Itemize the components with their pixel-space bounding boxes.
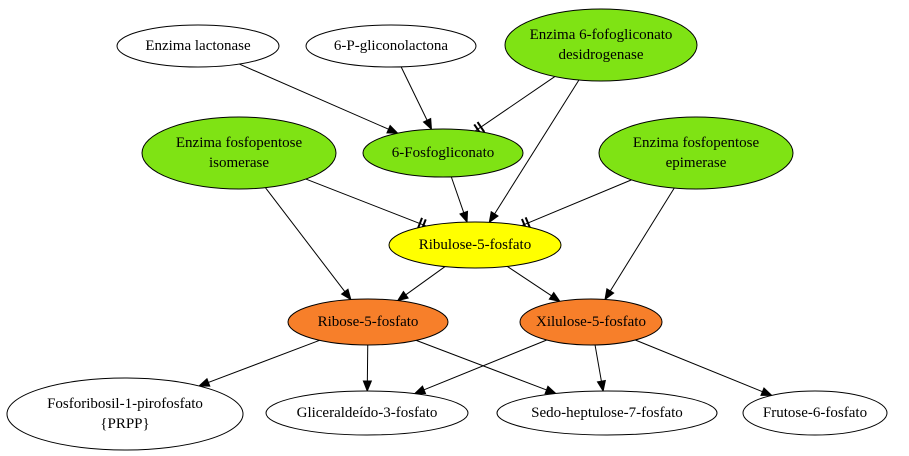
node-label: 6-P-gliconolactona	[334, 38, 448, 54]
node-label: Gliceraldeído-3-fosfato	[297, 405, 438, 421]
node-label: Sedo-heptulose-7-fosfato	[531, 405, 683, 421]
edge-line	[305, 178, 427, 227]
node-isomerase: Enzima fosfopentose isomerase	[141, 116, 337, 190]
edge-isomerase-ribulose	[305, 178, 427, 231]
node-label: Fosforibosil-1-pirofosfato	[47, 396, 203, 412]
edge-xilulose-sedo	[594, 344, 606, 393]
edge-line	[400, 66, 428, 121]
node-shape	[598, 116, 794, 190]
edge-line	[594, 344, 602, 382]
node-label: Enzima fosfopentose	[633, 135, 760, 151]
node-gliconolactona: 6-P-gliconolactona	[305, 24, 477, 68]
node-shape	[6, 377, 244, 451]
node-ribose: Ribose-5-fosfato	[287, 298, 449, 346]
edge-desidrogenase-fosfogliconato	[473, 76, 556, 135]
node-ribulose: Ribulose-5-fosfato	[388, 221, 562, 269]
node-xilulose: Xilulose-5-fosfato	[519, 298, 663, 346]
node-label: desidrogenase	[559, 47, 644, 63]
arrowhead-icon	[488, 210, 499, 224]
node-label: isomerase	[209, 155, 269, 171]
arrowhead-icon	[596, 379, 606, 393]
edge-line	[239, 63, 389, 130]
edge-line	[635, 339, 763, 393]
node-sedo: Sedo-heptulose-7-fosfato	[496, 390, 718, 436]
node-prpp: Fosforibosil-1-pirofosfato {PRPP}	[6, 377, 244, 451]
arrowhead-icon	[197, 377, 211, 387]
edge-line	[494, 79, 580, 215]
arrowhead-icon	[422, 117, 433, 131]
node-shape	[388, 221, 562, 269]
node-label: Enzima lactonase	[145, 38, 251, 54]
node-shape	[496, 390, 718, 436]
node-shape	[305, 24, 477, 68]
arrowhead-icon	[548, 291, 561, 303]
node-label: Ribose-5-fosfato	[318, 314, 419, 330]
edge-ribose-sedo	[416, 339, 558, 395]
arrowhead-icon	[340, 288, 352, 301]
edge-line	[265, 187, 346, 292]
edge-ribose-gliceraldeido	[362, 344, 373, 393]
edge-line	[506, 265, 552, 297]
edge-line	[208, 339, 320, 383]
tee-bar-icon	[476, 121, 486, 133]
edge-line	[423, 339, 547, 391]
edge-line	[450, 176, 465, 213]
node-label: Enzima 6-fofogliconato	[530, 27, 673, 43]
edge-ribulose-ribose	[396, 266, 446, 302]
arrowhead-icon	[459, 210, 469, 224]
edge-isomerase-ribose	[265, 187, 352, 301]
node-shape	[141, 116, 337, 190]
arrowhead-icon	[760, 387, 773, 396]
edge-epimerase-xilulose	[604, 187, 675, 301]
node-shape	[287, 298, 449, 346]
tee-bar-icon	[524, 217, 532, 229]
node-shape	[504, 8, 698, 82]
node-lactonase: Enzima lactonase	[116, 24, 280, 68]
node-label: epimerase	[666, 155, 727, 171]
edge-ribulose-xilulose	[506, 265, 561, 303]
edge-line	[405, 266, 446, 296]
edge-line	[609, 187, 675, 292]
node-shape	[742, 390, 888, 436]
edge-desidrogenase-ribulose	[488, 79, 580, 224]
edge-ribose-prpp	[197, 339, 320, 387]
arrowhead-icon	[544, 385, 558, 395]
node-label: Ribulose-5-fosfato	[419, 237, 531, 253]
node-shape	[362, 128, 524, 178]
arrowhead-icon	[362, 380, 373, 393]
arrowhead-icon	[604, 288, 615, 301]
node-frutose: Frutose-6-fosfato	[742, 390, 888, 436]
arrowhead-icon	[396, 290, 409, 302]
node-epimerase: Enzima fosfopentose epimerase	[598, 116, 794, 190]
edge-fosfogliconato-ribulose	[450, 176, 469, 224]
edge-line	[521, 179, 632, 227]
node-label: Xilulose-5-fosfato	[536, 314, 646, 330]
edge-xilulose-gliceraldeido	[413, 339, 547, 395]
edge-gliconolactona-fosfogliconato	[400, 66, 433, 131]
node-shape	[265, 390, 469, 436]
node-fosfogliconato: 6-Fosfogliconato	[362, 128, 524, 178]
edge-lactonase-fosfogliconato	[239, 63, 399, 134]
arrowhead-icon	[386, 124, 399, 134]
node-label: Enzima fosfopentose	[176, 135, 303, 151]
node-label: Frutose-6-fosfato	[763, 405, 867, 421]
node-gliceraldeido: Gliceraldeído-3-fosfato	[265, 390, 469, 436]
edges-layer	[197, 63, 773, 396]
edge-line	[474, 76, 556, 132]
edge-xilulose-frutose	[635, 339, 773, 396]
node-desidrogenase: Enzima 6-fofogliconato desidrogenase	[504, 8, 698, 82]
arrowhead-icon	[413, 385, 427, 395]
edge-line	[416, 339, 547, 391]
node-shape	[116, 24, 280, 68]
node-label: 6-Fosfogliconato	[392, 145, 495, 161]
edge-epimerase-ribulose	[521, 179, 632, 231]
node-shape	[519, 298, 663, 346]
node-label: {PRPP}	[100, 416, 149, 432]
